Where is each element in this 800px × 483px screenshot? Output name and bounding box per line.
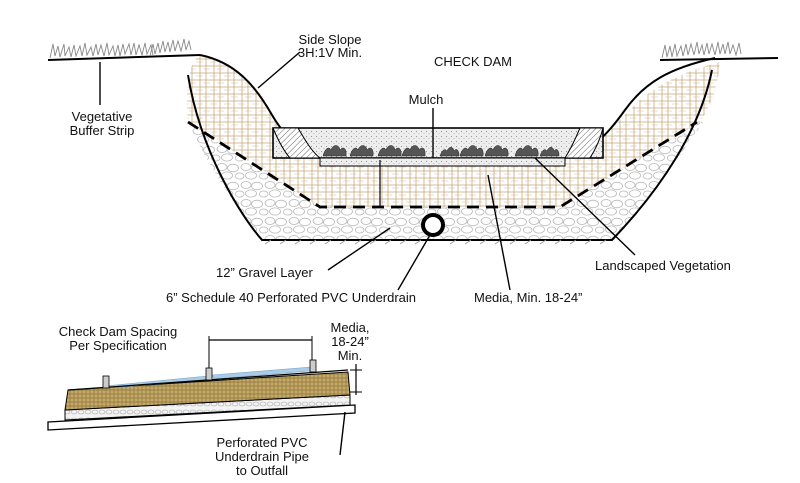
label-media-1: Media, [330,320,369,335]
left-berm-grass [149,38,192,57]
profile-check-dam [309,359,317,373]
right-ground-line [659,57,779,61]
leader-gravel [327,227,391,271]
label-mulch: Mulch [409,92,444,107]
right-grass [661,41,742,59]
mulch-strip [319,157,566,167]
profile-check-dam [102,375,110,389]
profile-pipe [47,404,356,431]
gravel-layer [188,120,705,240]
label-media-3: Min. [338,348,363,363]
label-buffer-1: Vegetative [72,109,133,124]
label-pipe-1: Perforated PVC [216,435,307,450]
label-pipe-2: Underdrain Pipe [215,449,309,464]
media-boundary-dashed [187,120,698,209]
label-pipe-3: to Outfall [236,463,288,478]
leader-pipe [339,411,346,456]
label-underdrain: 6” Schedule 40 Perforated PVC Underdrain [166,290,416,305]
leader-media [487,174,511,291]
leader-side-slope [257,51,301,89]
shrub [484,145,509,157]
shrub [439,147,460,157]
label-spacing-2: Per Specification [69,338,167,353]
leader-vegetation [534,157,636,256]
profile-media [64,371,351,411]
label-side-slope-2: 3H:1V Min. [298,45,362,60]
shrub [539,147,560,157]
label-vegetation: Landscaped Vegetation [595,258,731,273]
label-spacing-1: Check Dam Spacing [59,324,178,339]
shrub [377,145,402,157]
left-ground-line [47,54,201,61]
shrub [514,145,539,157]
diagram-title: CHECK DAM [434,54,512,69]
shrub [459,145,484,157]
shrub [401,145,426,157]
subgrade-hatch [264,239,607,245]
vegetation-group [322,145,560,157]
label-media-2: 18-24” [331,334,369,349]
leader-underdrain [397,234,431,291]
media-layer [187,55,720,207]
shrub [322,145,347,157]
profile-check-dam [205,367,213,381]
label-gravel: 12” Gravel Layer [216,265,313,280]
label-side-slope-1: Side Slope [299,32,362,47]
label-media: Media, Min. 18-24” [474,290,582,305]
left-grass [49,42,154,59]
underdrain-pipe [421,213,445,237]
label-buffer-2: Buffer Strip [70,123,135,138]
shrub [349,145,374,157]
